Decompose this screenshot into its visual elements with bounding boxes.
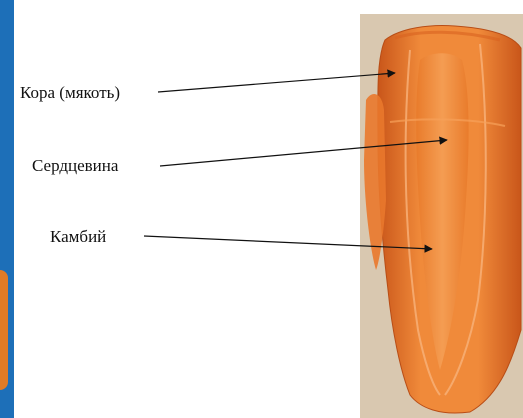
cortex-pointer-arrow [158,73,395,92]
label-cortex: Кора (мякоть) [20,83,120,103]
label-cambium: Камбий [50,227,106,247]
label-core: Сердцевина [32,156,118,176]
